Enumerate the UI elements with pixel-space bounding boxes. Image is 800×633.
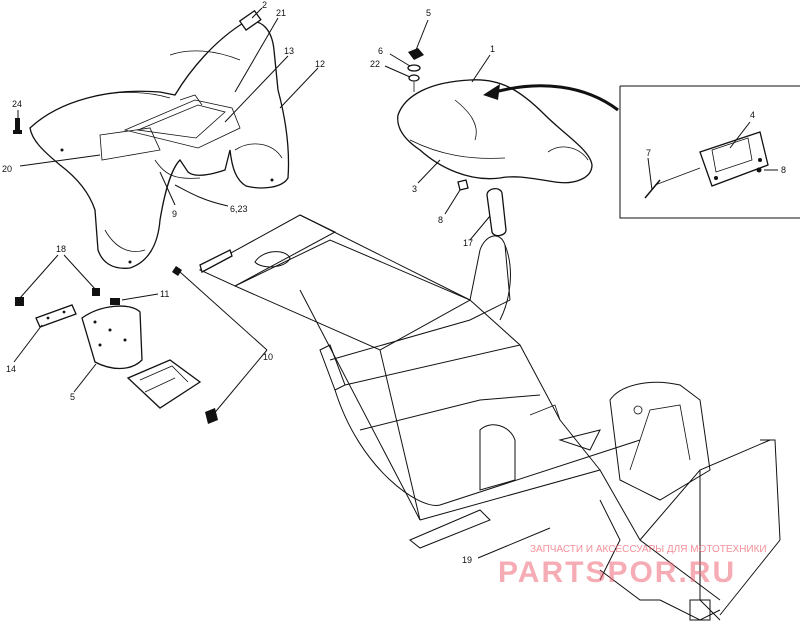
callout-20: 20	[2, 164, 12, 174]
leader-lines	[13, 7, 778, 559]
callout-8-seat: 8	[438, 215, 443, 225]
callout-1: 1	[490, 44, 495, 54]
label-decal	[238, 9, 262, 31]
callout-13: 13	[284, 46, 294, 56]
callout-6-23: 6,23	[230, 204, 248, 214]
seat	[397, 79, 593, 184]
watermark: ЗАПЧАСТИ И АКСЕССУАРЫ ДЛЯ МОТОТЕХНИКИ PA…	[498, 544, 767, 589]
screw-part	[13, 118, 22, 134]
watermark-tagline: ЗАПЧАСТИ И АКСЕССУАРЫ ДЛЯ МОТОТЕХНИКИ	[530, 544, 767, 555]
callout-2: 2	[262, 0, 267, 10]
seat-fasteners	[407, 48, 424, 92]
callout-8-inset: 8	[781, 165, 786, 175]
lower-left-parts	[15, 266, 218, 424]
callout-19: 19	[462, 555, 472, 565]
callout-22: 22	[370, 59, 380, 69]
vehicle-frame	[198, 214, 781, 621]
callout-4: 4	[750, 110, 755, 120]
grab-tube	[486, 188, 507, 237]
callout-9: 9	[172, 209, 177, 219]
inset-detail-box	[619, 85, 800, 219]
callout-6: 6	[378, 46, 383, 56]
callout-17: 17	[463, 238, 473, 248]
callout-5-bottom: 5	[70, 392, 75, 402]
frame-bracket	[199, 249, 233, 273]
callout-18: 18	[56, 244, 66, 254]
callout-11: 11	[160, 289, 169, 299]
callout-14: 14	[6, 364, 16, 374]
callout-24: 24	[12, 99, 22, 109]
reference-arrow	[494, 84, 619, 112]
callout-labels: 2 21 13 12 24 20 9 6,23 5 6 22 1 3 8 17 …	[2, 0, 786, 565]
watermark-logo: PARTSPOR.RU	[498, 556, 736, 589]
callout-12: 12	[315, 59, 325, 69]
callout-7: 7	[646, 148, 651, 158]
callout-3: 3	[412, 184, 417, 194]
callout-5-top: 5	[426, 8, 431, 18]
nut-part	[457, 179, 469, 191]
callout-21: 21	[276, 8, 286, 18]
callout-10: 10	[263, 352, 273, 362]
rear-fender	[29, 20, 290, 269]
